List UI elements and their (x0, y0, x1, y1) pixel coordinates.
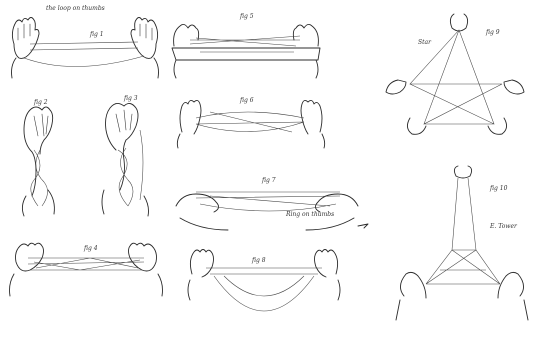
fig10-drawing (396, 166, 528, 320)
fig6-drawing (177, 100, 324, 148)
fig7-label: fig 7 (262, 178, 276, 184)
fig9-label: fig 9 (486, 30, 500, 36)
fig8-label: fig 8 (252, 258, 266, 264)
note-star: Star (418, 40, 431, 46)
fig7-drawing (176, 192, 368, 230)
fig2-label: fig 2 (34, 100, 48, 106)
fig1-label: fig 1 (90, 32, 104, 38)
fig3-label: fig 3 (124, 96, 138, 102)
note-ring: Ring on thumbs (286, 212, 334, 218)
note-tower: E. Tower (490, 224, 517, 230)
fig4-label: fig 4 (84, 246, 98, 252)
fig5-label: fig 5 (240, 14, 254, 20)
fig9-drawing (386, 14, 524, 134)
fig1-drawing (12, 18, 159, 79)
fig10-label: fig 10 (490, 186, 507, 192)
caption-top: the loop on thumbs (46, 6, 105, 12)
fig2-drawing (22, 107, 54, 216)
fig6-label: fig 6 (240, 98, 254, 104)
fig3-drawing (102, 103, 149, 216)
fig5-drawing (172, 24, 320, 78)
